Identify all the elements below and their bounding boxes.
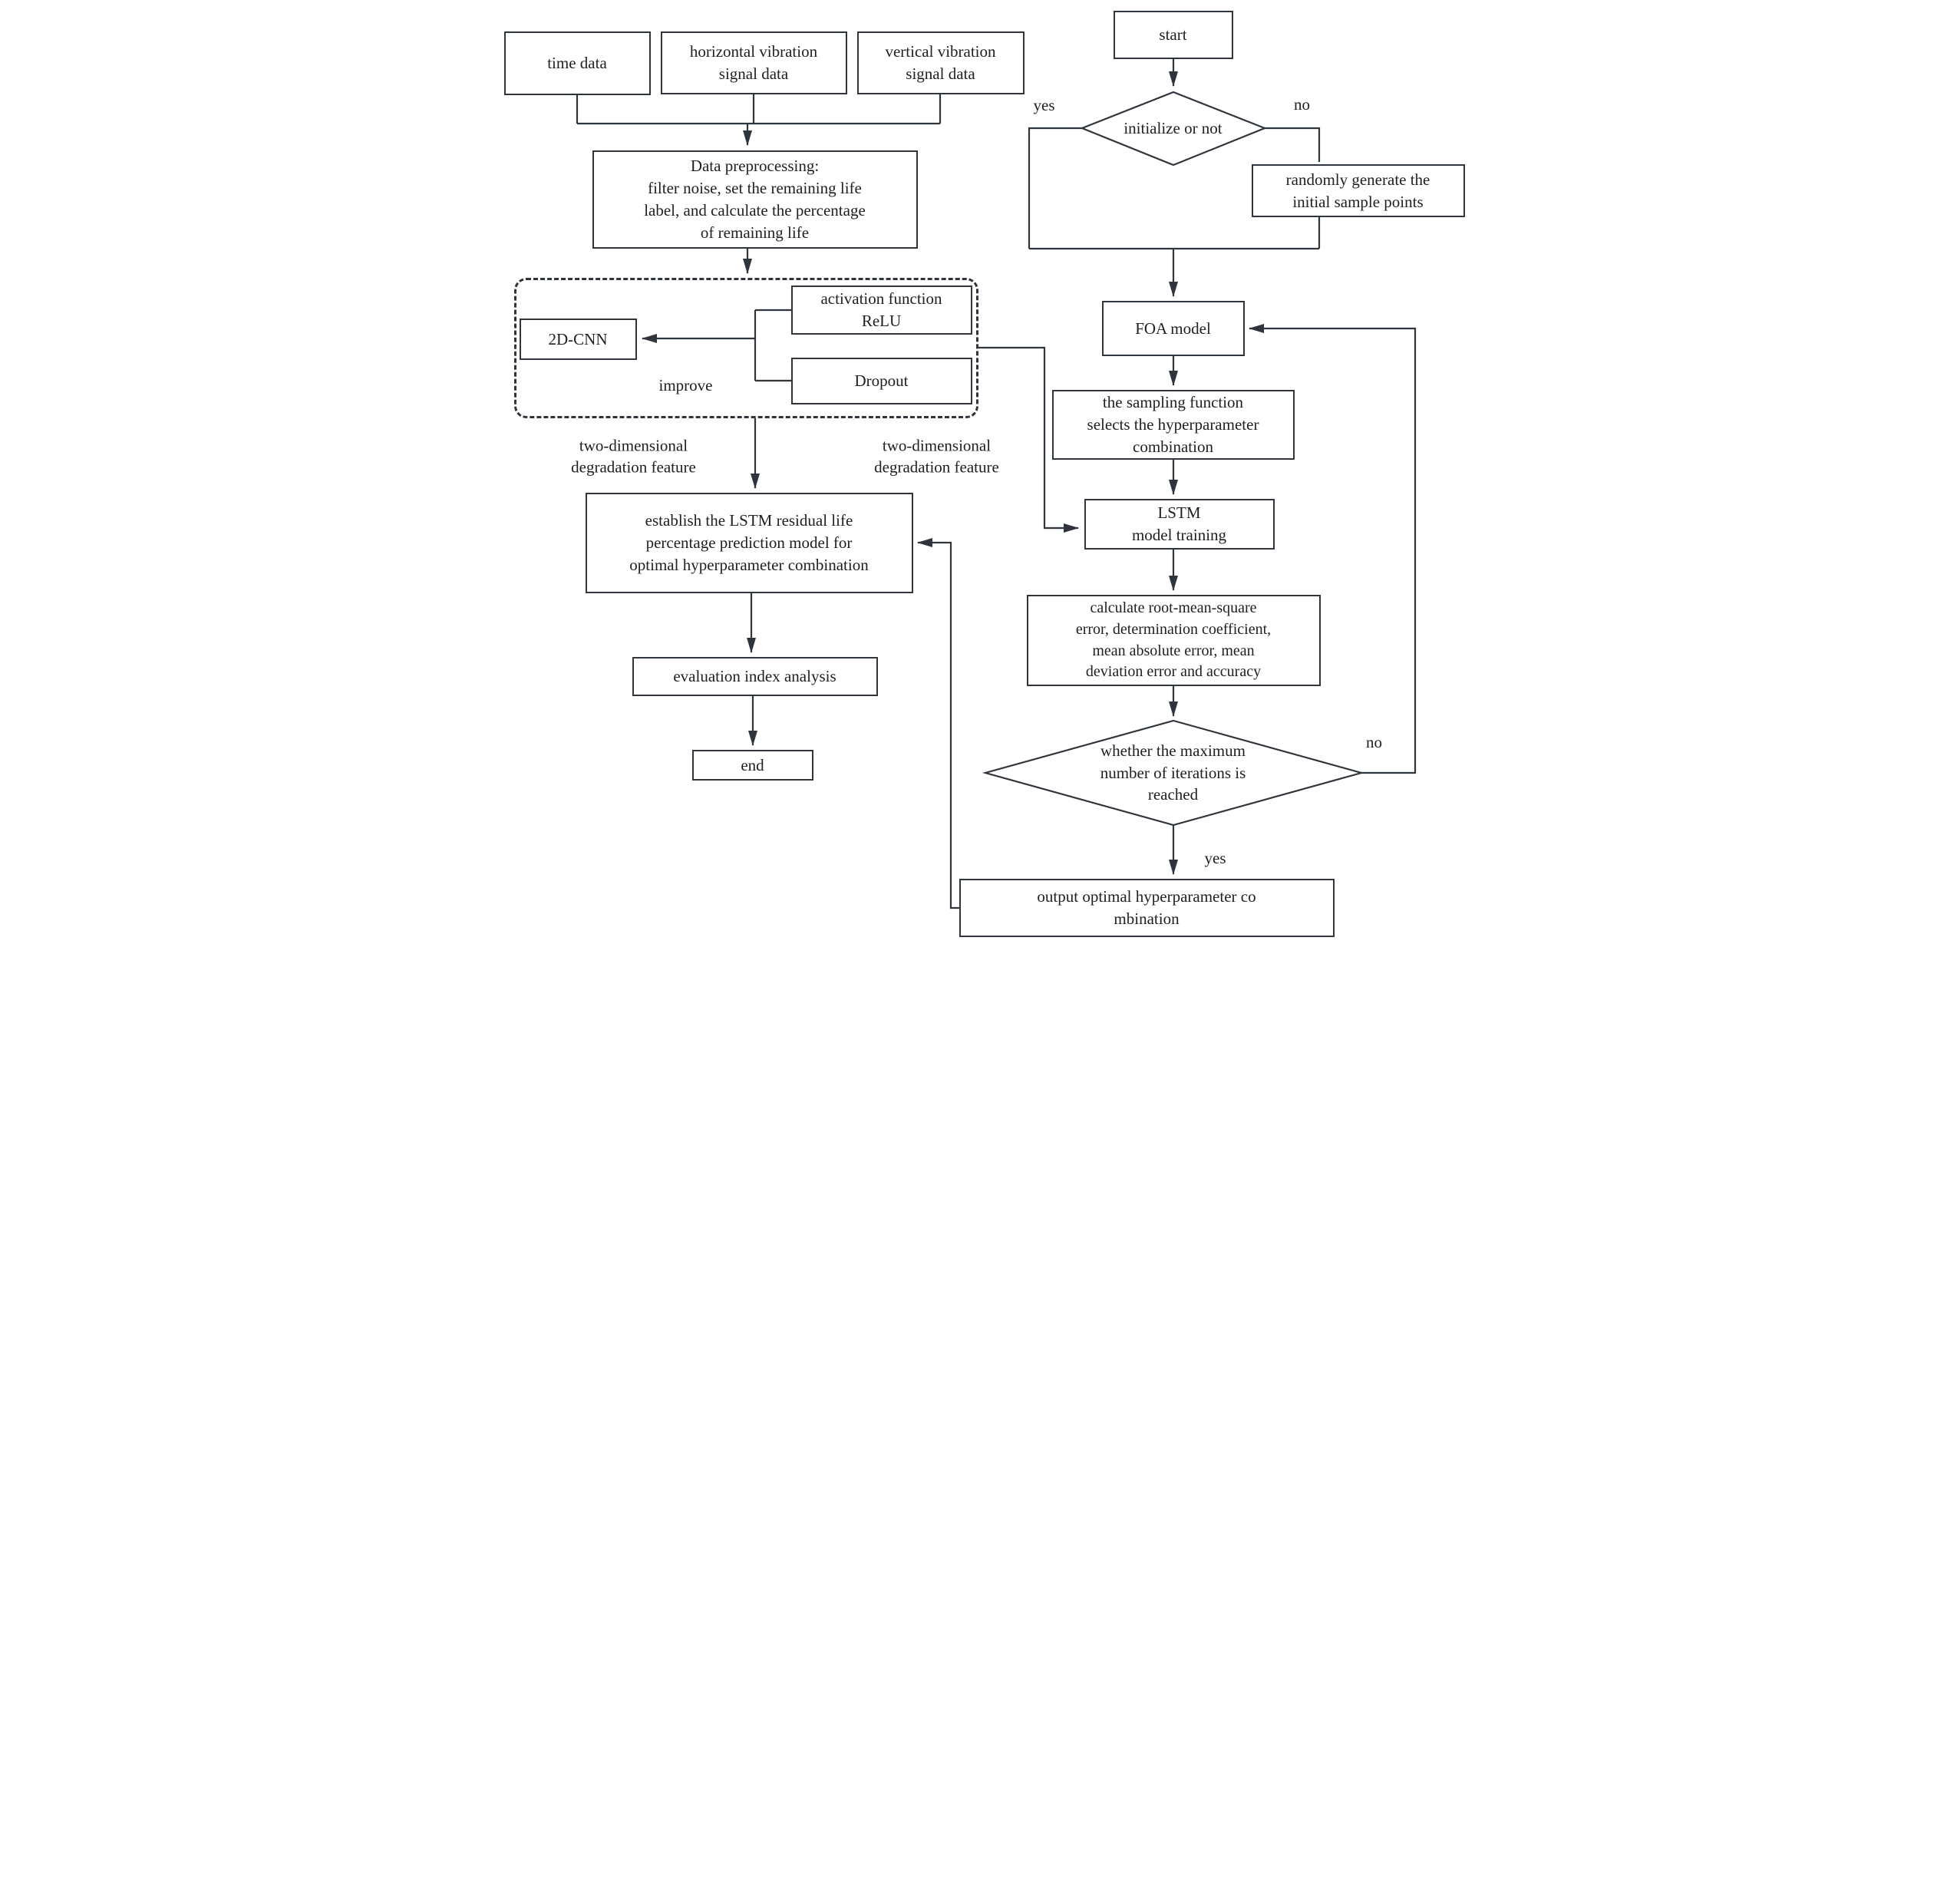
node-lstm-training: LSTM model training <box>1084 499 1275 550</box>
connector-layer <box>576 59 1416 909</box>
cnn-improvement-group <box>513 278 978 418</box>
node-data-preprocessing: Data preprocessing: filter noise, set th… <box>592 150 918 249</box>
node-foa-model: FOA model <box>1101 301 1245 356</box>
edge-decision2-no-feedback <box>1248 324 1416 774</box>
node-horizontal-vibration: horizontal vibration signal data <box>660 31 847 94</box>
node-calculate-metrics: calculate root-mean-square error, determ… <box>1026 595 1321 686</box>
node-end: end <box>691 750 813 781</box>
label-yes-initialize: yes <box>1033 95 1055 114</box>
decision-initialize-label: initialize or not <box>1124 118 1223 137</box>
node-2d-cnn: 2D-CNN <box>519 319 637 360</box>
node-dropout: Dropout <box>790 358 972 404</box>
edge-output-to-establish <box>916 538 959 909</box>
flowchart-canvas: time data horizontal vibration signal da… <box>490 0 1470 949</box>
node-output-optimal: output optimal hyperparameter co mbinati… <box>959 879 1335 937</box>
node-vertical-vibration: vertical vibration signal data <box>856 31 1025 94</box>
node-evaluation-index: evaluation index analysis <box>632 657 878 696</box>
label-no-iterations: no <box>1366 732 1382 751</box>
decision-iterations-shape <box>982 719 1364 827</box>
label-improve: improve <box>658 375 713 394</box>
edge-cnn-group-to-lstm-training <box>978 346 1079 533</box>
node-establish-lstm-model: establish the LSTM residual life percent… <box>585 493 913 593</box>
edge-decision-yes <box>1028 127 1082 249</box>
label-feature-right: two-dimensional degradation feature <box>874 436 999 477</box>
node-sampling-function: the sampling function selects the hyperp… <box>1051 390 1295 460</box>
decision-initialize-shape <box>1079 91 1267 167</box>
node-start: start <box>1113 11 1233 59</box>
node-randomly-generate: randomly generate the initial sample poi… <box>1251 164 1465 217</box>
node-time-data: time data <box>503 31 651 95</box>
node-activation-relu: activation function ReLU <box>790 286 972 335</box>
label-feature-left: two-dimensional degradation feature <box>571 436 696 477</box>
edge-decision-no <box>1264 127 1320 162</box>
label-no-initialize: no <box>1294 94 1310 114</box>
label-yes-iterations: yes <box>1204 848 1226 867</box>
decision-iterations-label: whether the maximum number of iterations… <box>1100 741 1246 804</box>
